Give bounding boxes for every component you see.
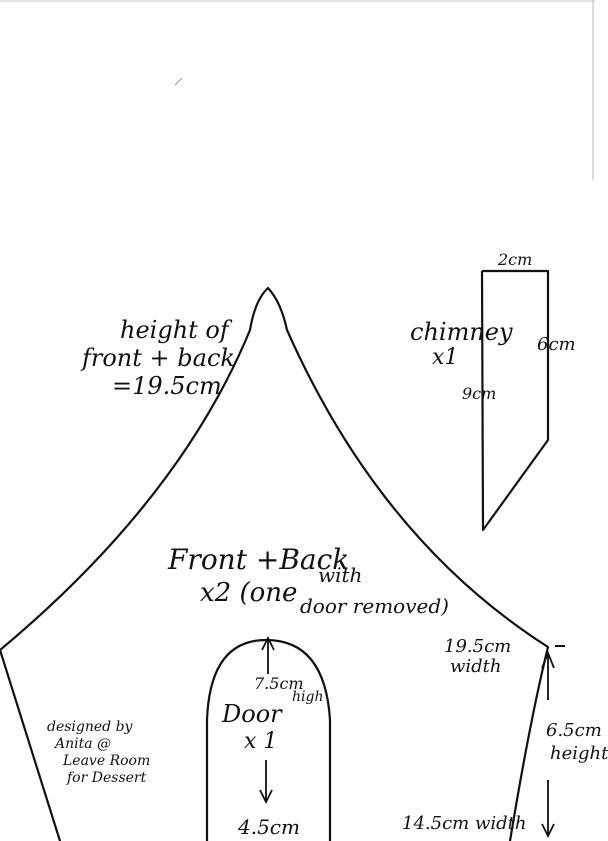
house-side-height-1: 6.5cm	[546, 720, 602, 741]
side-arrow-down	[541, 780, 555, 839]
house-width-label-2: width	[450, 656, 502, 677]
pen-mark	[174, 77, 183, 86]
house-side-height-2: height	[550, 743, 608, 764]
door-title-1: Door	[222, 700, 282, 728]
door-arrow-up	[261, 635, 275, 674]
credit-line-4: for Dessert	[67, 770, 147, 786]
door-arrow-down	[259, 760, 273, 805]
door-title-2: x 1	[244, 729, 278, 754]
side-arrow-up	[541, 650, 555, 700]
chimney-title-1: chimney	[410, 318, 513, 346]
house-title-3: door removed)	[300, 594, 449, 618]
house-outline	[0, 286, 550, 841]
chimney-right-label: 6cm	[537, 334, 576, 355]
house-width-label-1: 19.5cm	[444, 636, 512, 657]
house-height-label-1: height of	[120, 316, 229, 344]
house-height-label-3: =19.5cm	[112, 372, 222, 400]
house-title-1: Front +Back	[168, 543, 350, 576]
house-height-label-2: front + back	[82, 344, 235, 372]
chimney-top-label: 2cm	[498, 250, 533, 269]
chimney-outline	[480, 269, 550, 532]
credit-line-1: designed by	[47, 719, 133, 735]
house-title-2a: x2 (one	[200, 578, 298, 608]
door-width-label: 4.5cm	[238, 815, 300, 839]
chimney-title-2: x1	[432, 345, 459, 370]
template-outlines	[0, 0, 595, 841]
door-height-label-2: high	[292, 689, 324, 705]
chimney-left-label: 9cm	[462, 384, 497, 403]
credit-line-3: Leave Room	[63, 753, 151, 769]
credit-line-2: Anita @	[55, 736, 112, 752]
house-title-2b: with	[318, 563, 363, 587]
house-bottom-width-label: 14.5cm width	[402, 813, 527, 834]
door-height-label-1: 7.5cm	[254, 674, 304, 693]
